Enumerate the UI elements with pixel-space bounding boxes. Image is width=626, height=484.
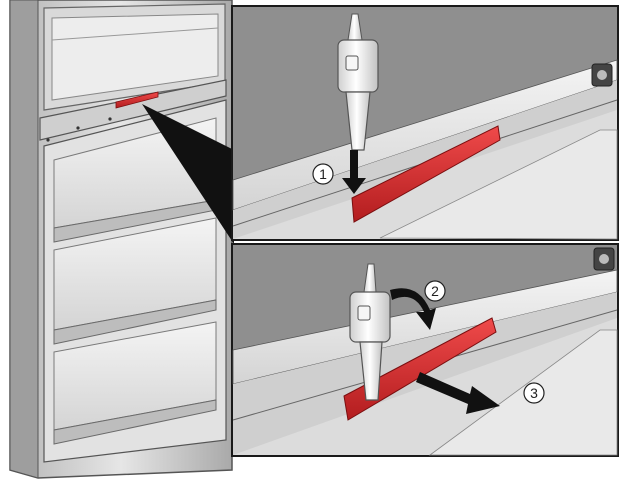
door-shelves <box>53 117 217 445</box>
step-1-label: 1 <box>319 166 327 182</box>
step-1-circle <box>312 163 334 185</box>
step-2-label: 2 <box>431 283 439 299</box>
step-1-panel: 1 <box>231 5 619 241</box>
fridge-overview <box>9 0 233 479</box>
pull-arrow-icon <box>416 372 500 414</box>
tool-icon <box>337 13 379 151</box>
door-edge <box>9 0 39 479</box>
step-3-label: 3 <box>530 385 538 401</box>
badge-icon <box>343 317 497 421</box>
divider-bar <box>39 79 227 141</box>
step-2-circle <box>424 280 446 302</box>
rotate-arrow-icon <box>390 288 436 330</box>
badge-icon <box>351 125 501 223</box>
step-2-3-panel: 2 3 <box>231 243 619 457</box>
step-3-circle <box>523 382 545 404</box>
tool-icon <box>349 263 391 401</box>
badge-icon <box>115 91 159 109</box>
arrow-down-icon <box>342 150 366 194</box>
callout-pointer <box>142 104 234 244</box>
